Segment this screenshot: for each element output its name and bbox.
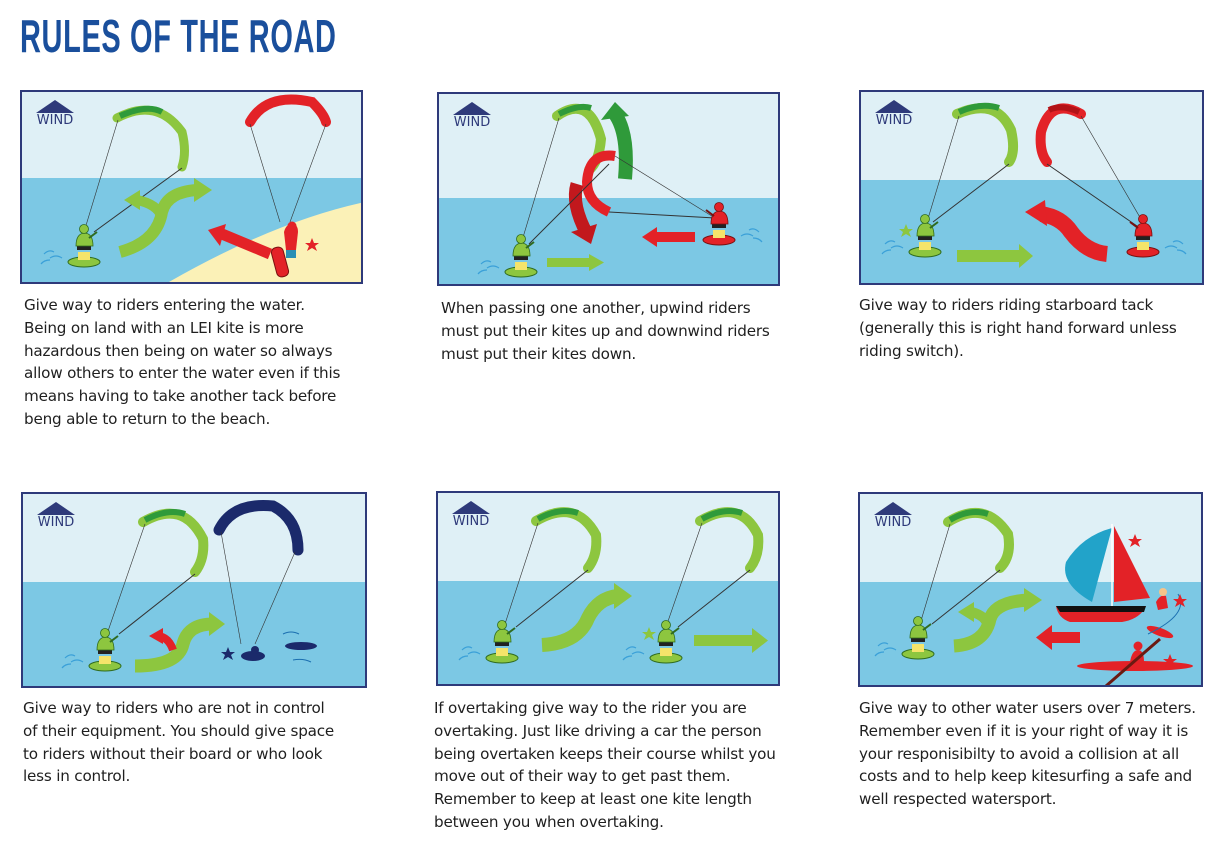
wind-label: WIND [874,515,912,530]
wind-label: WIND [37,515,75,530]
wind-label: WIND [452,514,490,529]
star-icon [642,627,656,640]
rule-caption-starboard: Give way to riders riding starboard tack… [859,294,1177,362]
wind-direction-indicator: WIND [448,501,494,533]
caption-line: Give way to other water users over 7 met… [859,699,1196,717]
caption-line: move out of their way to get past them. [434,767,731,786]
caption-line: being overtaken keeps their course whils… [434,744,776,763]
wind-arrow-icon [452,501,490,514]
rule-illustration-overtaking: WIND [436,491,780,686]
wind-direction-indicator: WIND [870,502,916,534]
wind-arrow-icon [453,102,491,115]
caption-line: means having to take another tack before [24,387,337,406]
rule-illustration-other-water-users: WIND [858,492,1203,687]
caption-line: hazardous then being on water so always [24,341,333,360]
illustration-canvas [860,494,1201,685]
illustration-canvas [439,94,778,284]
page-title: RULES OF THE ROAD [20,10,337,62]
wind-arrow-icon [37,502,75,515]
caption-line: Give way to riders entering the water. [24,296,305,314]
wind-direction-indicator: WIND [32,100,78,132]
rule-caption-other-water-users: Give way to other water users over 7 met… [859,697,1196,811]
star-icon [1128,534,1142,547]
caption-line: When passing one another, upwind riders [441,299,751,317]
caption-line: overtaking. Just like driving a car the … [434,721,762,740]
wind-label: WIND [875,113,913,128]
caption-line: of their equipment. You should give spac… [23,721,335,740]
rule-illustration-not-in-control: WIND [21,492,367,688]
caption-line: costs and to help keep kitesurfing a saf… [859,767,1192,786]
wind-direction-indicator: WIND [33,502,79,534]
caption-line: Remember even if it is your right of way… [859,721,1189,740]
rule-illustration-starboard: WIND [859,90,1204,285]
illustration-canvas [22,92,361,282]
star-icon [1163,654,1177,667]
illustration-canvas [23,494,365,686]
caption-line: well respected watersport. [859,790,1057,809]
beach-sand [168,202,361,282]
star-icon [305,238,319,251]
wind-direction-indicator: WIND [871,100,917,132]
caption-line: beng able to return to the beach. [24,409,271,428]
rule-caption-not-in-control: Give way to riders who are not in contro… [23,697,334,788]
wind-direction-indicator: WIND [449,102,495,134]
wind-arrow-icon [36,100,74,113]
caption-line: If overtaking give way to the rider you … [434,699,747,717]
caption-line: Being on land with an LEI kite is more [24,318,304,337]
caption-line: must put their kites up and downwind rid… [441,321,770,340]
caption-line: Give way to riders riding starboard tack [859,296,1154,314]
wind-arrow-icon [874,502,912,515]
caption-line: allow others to enter the water even if … [24,364,341,383]
star-icon [1173,594,1187,607]
rule-caption-overtaking: If overtaking give way to the rider you … [434,697,776,834]
rule-illustration-passing: WIND [437,92,780,286]
illustration-canvas [438,493,778,684]
caption-line: less in control. [23,767,131,786]
illustration-canvas [861,92,1202,283]
caption-line: Give way to riders who are not in contro… [23,699,325,717]
star-icon [221,647,235,660]
rule-illustration-entering-water: WIND [20,90,363,284]
wind-label: WIND [453,115,491,130]
caption-line: your responisibilty to avoid a collision… [859,744,1180,763]
caption-line: to riders without their board or who loo… [23,744,323,763]
caption-line: Remember to keep at least one kite lengt… [434,790,752,809]
star-icon [899,224,913,237]
caption-line: (generally this is right hand forward un… [859,318,1177,337]
wind-arrow-icon [875,100,913,113]
wind-label: WIND [36,113,74,128]
rule-caption-entering-water: Give way to riders entering the water. B… [24,294,340,431]
rule-caption-passing: When passing one another, upwind riders … [441,297,770,365]
caption-line: must put their kites down. [441,344,637,363]
caption-line: between you when overtaking. [434,812,664,831]
caption-line: riding switch). [859,341,964,360]
